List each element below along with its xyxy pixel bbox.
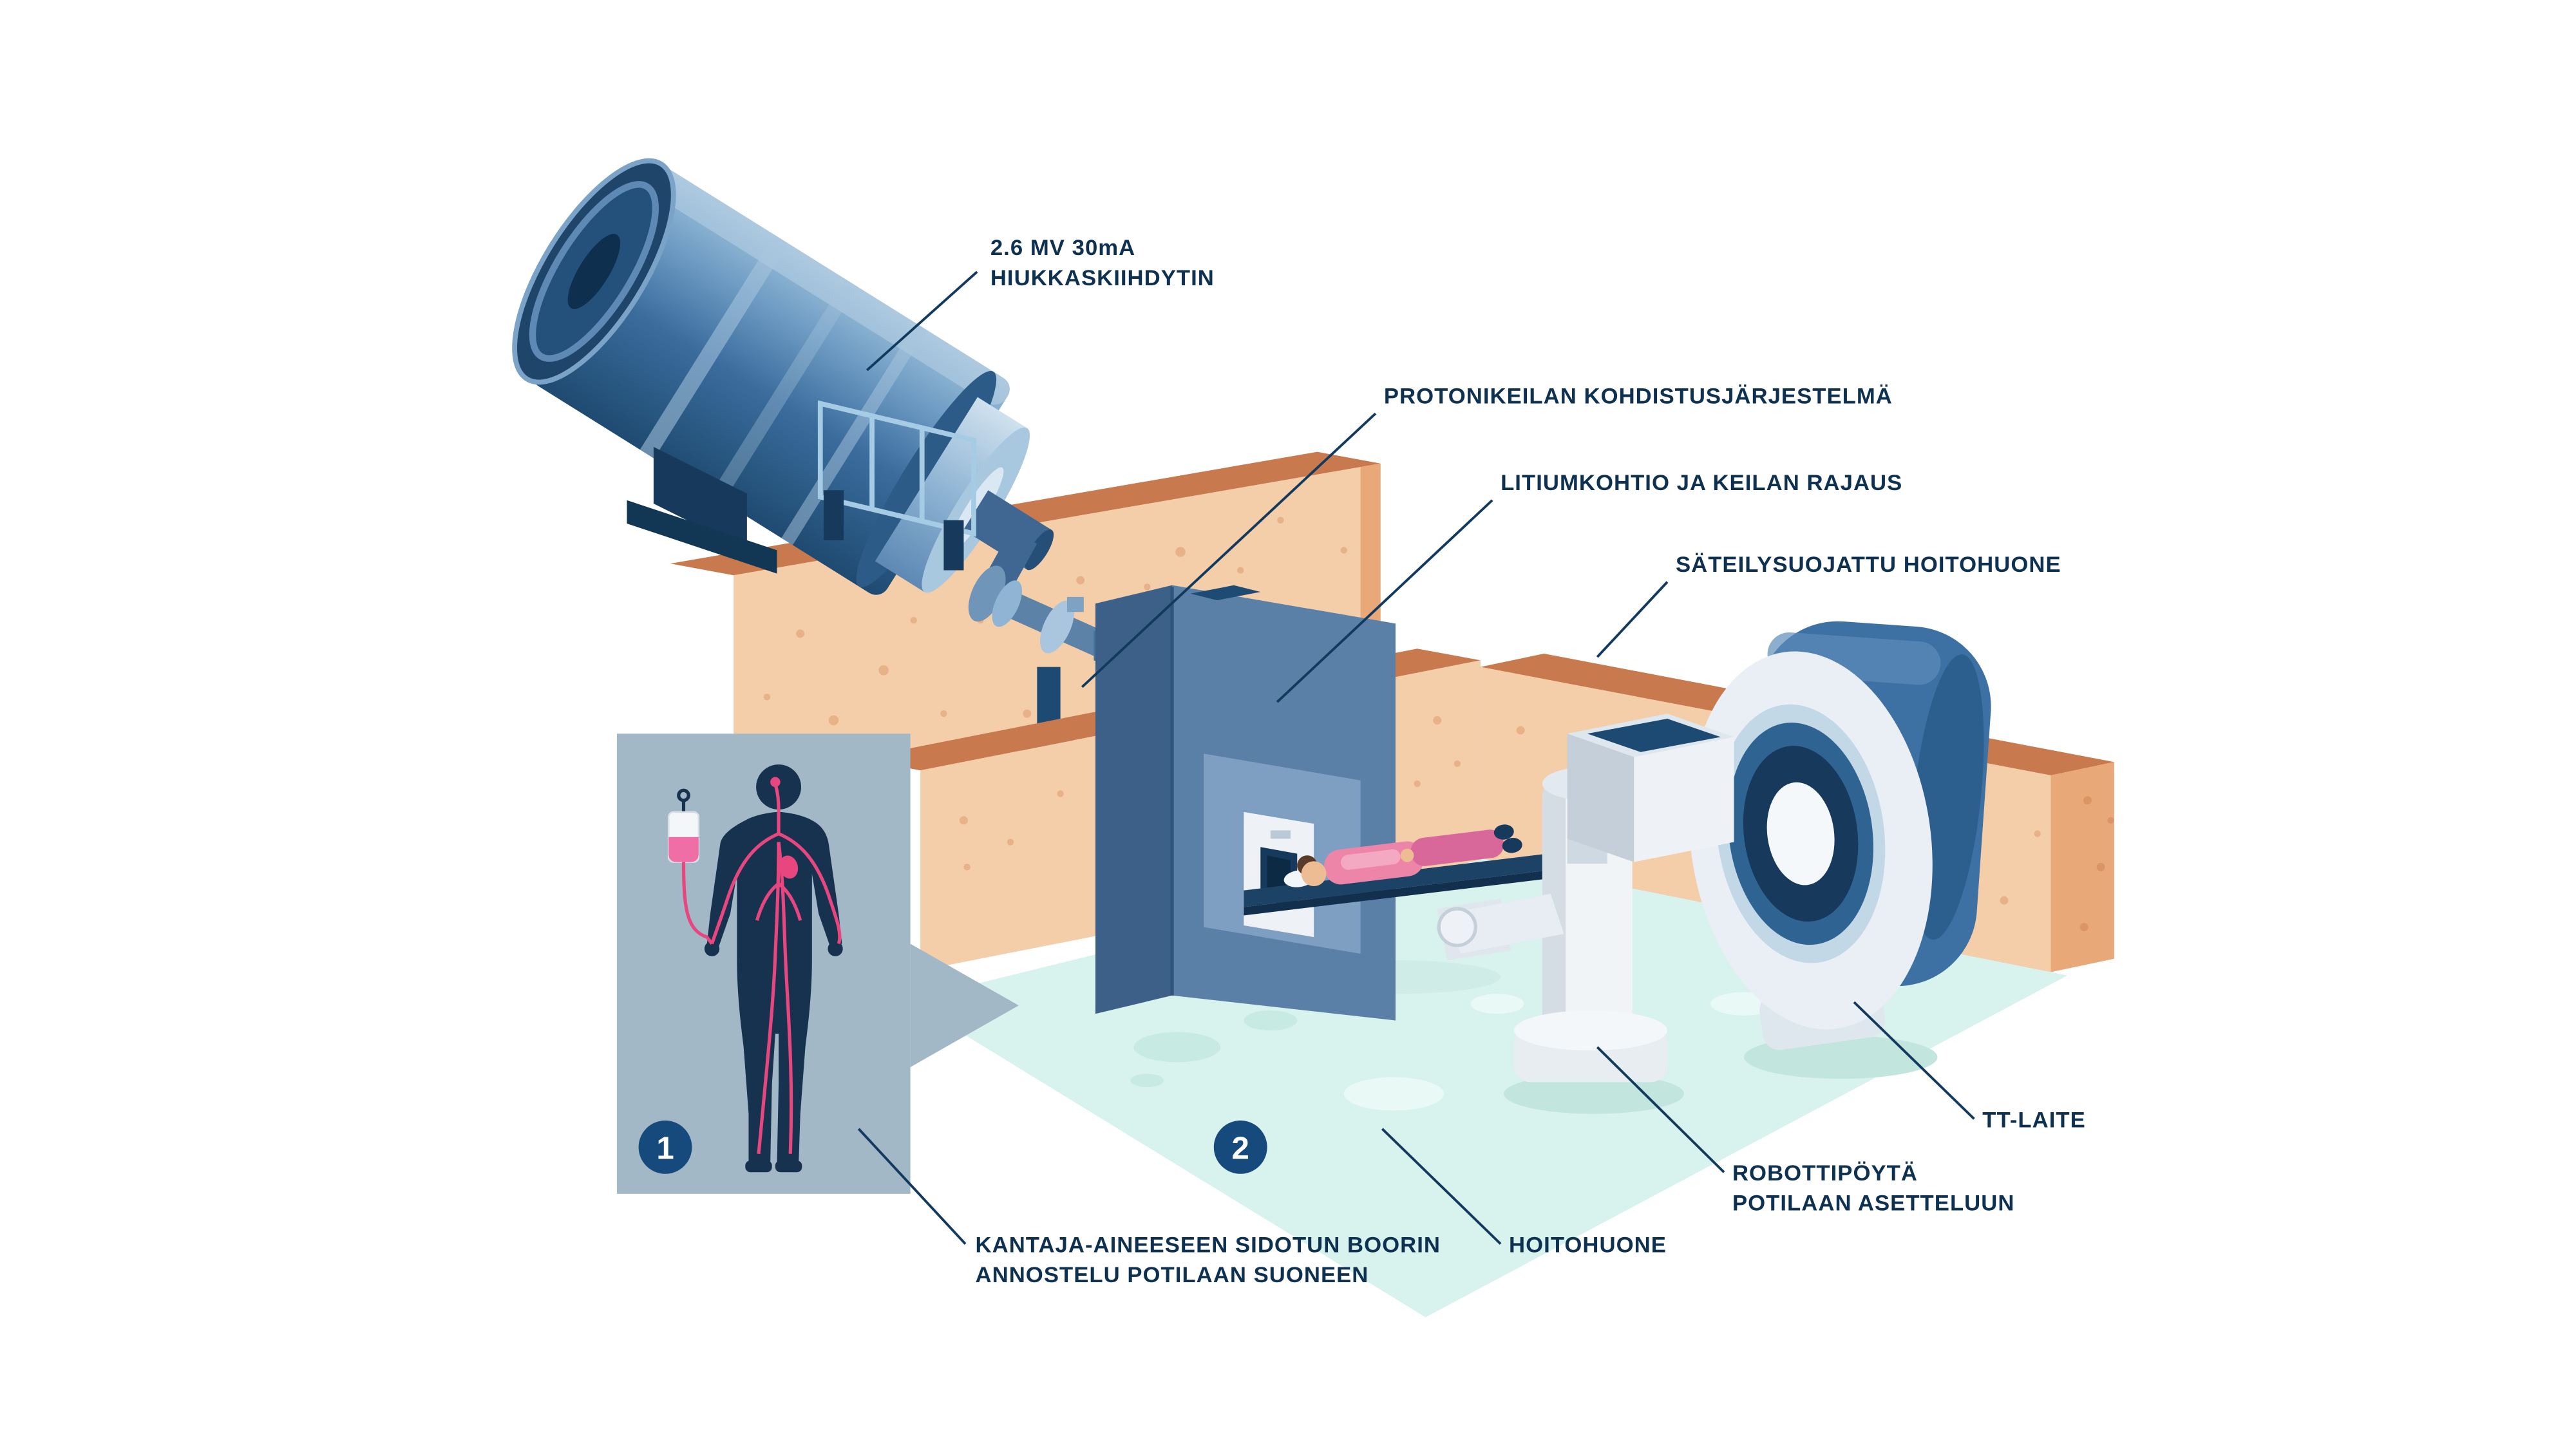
beam-alignment-label: PROTONIKEILAN KOHDISTUSJÄRJESTELMÄ: [1384, 384, 1893, 409]
positioning-nozzle: [1567, 714, 1734, 862]
boron-dosing-leader-line: [857, 1128, 967, 1245]
step-badge-2: 2: [1213, 1120, 1267, 1174]
robot-table-leader-line: [1596, 1046, 1725, 1173]
accelerator-stand: [653, 446, 747, 551]
patient-head: [1301, 861, 1327, 887]
step-badge-1-number: 1: [656, 1130, 674, 1166]
robot-arm: [1447, 893, 1564, 954]
robot-positioner: [1437, 893, 1667, 1083]
ct-device-label: TT-LAITE: [1982, 1108, 2086, 1132]
box-top-slot: [1190, 585, 1261, 601]
step-badge-1: 1: [638, 1120, 692, 1174]
patient-on-table: [1244, 824, 1548, 916]
lithium-target-label: LITIUMKOHTIO JA KEILAN RAJAUS: [1501, 471, 1902, 495]
treatment-room-leader-line: [1381, 1128, 1502, 1245]
lithium-target-leader-line: [1276, 499, 1493, 703]
shielded-room-label: SÄTEILYSUOJATTU HOITOHUONE: [1676, 553, 2061, 577]
accelerator-cradle-frame: [817, 400, 976, 537]
accelerator-label-line1: 2.6 MV 30mA: [990, 236, 1135, 260]
accelerator-leader-line: [866, 270, 978, 372]
boron-infusion-inset: [616, 734, 1019, 1194]
boron-dosing-label-line1: KANTAJA-AINEESEEN SIDOTUN BOORIN: [976, 1233, 1441, 1257]
step-badge-2-number: 2: [1232, 1130, 1249, 1166]
lithium-target-box: [1095, 585, 1396, 1021]
particle-accelerator-illustration: [512, 158, 1054, 595]
accelerator-label-line2: HIUKKASKIIHDYTIN: [990, 266, 1215, 290]
robot-table-label-line2: POTILAAN ASETTELUUN: [1732, 1191, 2014, 1216]
boron-dosing-label-line2: ANNOSTELU POTILAAN SUONEEN: [976, 1263, 1369, 1287]
ct-scanner: [1689, 621, 1991, 1050]
treatment-room-label: HOITOHUONE: [1509, 1233, 1667, 1257]
ct-leader-line: [1853, 1001, 1975, 1120]
treatment-table: [1244, 853, 1548, 907]
ct-bore: [1716, 704, 1886, 963]
shielded-room-leader-line: [1596, 581, 1669, 658]
beam-alignment-leader-line: [1081, 412, 1377, 688]
robot-table-label-line1: ROBOTTIPÖYTÄ: [1732, 1160, 1918, 1186]
nozzle-opening: [1587, 718, 1721, 752]
iv-tube: [681, 862, 714, 945]
patient-legs: [1410, 829, 1504, 866]
heart-icon: [779, 855, 799, 879]
front-wall-speckles: [959, 716, 1461, 871]
iv-bag-icon: [667, 788, 714, 945]
